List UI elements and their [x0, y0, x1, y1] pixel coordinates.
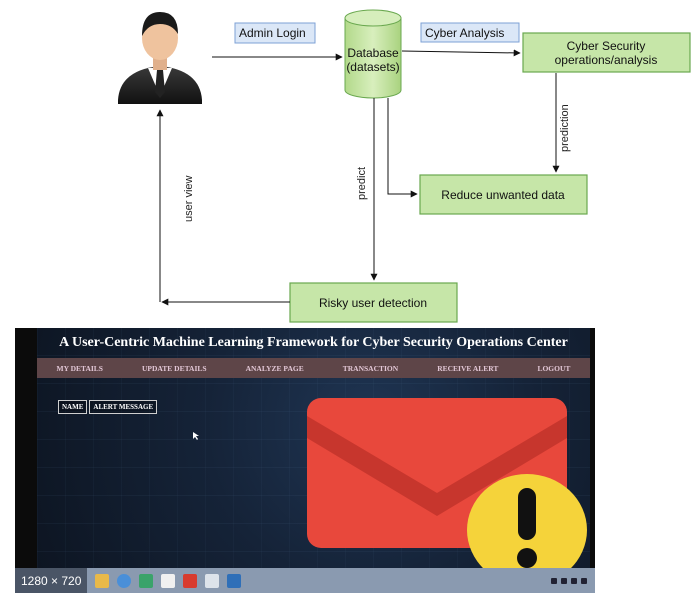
nav-my-details[interactable]: MY DETAILS	[56, 363, 103, 373]
risky-user-label: Risky user detection	[319, 296, 427, 310]
nav-bar: MY DETAILS UPDATE DETAILS ANALYZE PAGE T…	[37, 358, 590, 378]
edge-db-to-reduce	[387, 98, 418, 198]
nav-update-details[interactable]: UPDATE DETAILS	[142, 363, 207, 373]
admin-login-label-box	[234, 22, 316, 44]
nav-receive-alert[interactable]: RECEIVE ALERT	[437, 363, 499, 373]
database-label-line1: Database	[347, 46, 399, 60]
resolution-label: 1280 × 720	[15, 568, 88, 593]
pdf-icon[interactable]	[183, 573, 198, 588]
tray-icon[interactable]	[561, 577, 567, 584]
edge-db-to-cyberops	[401, 49, 521, 57]
alert-table-header: NAME ALERT MESSAGE	[58, 400, 158, 414]
edge-label-prediction: prediction	[559, 104, 571, 152]
file-icon[interactable]	[205, 573, 220, 588]
tray-icon[interactable]	[571, 577, 577, 584]
document-icon[interactable]	[161, 573, 176, 588]
database-node: Database (datasets)	[344, 9, 402, 99]
mouse-cursor-icon	[193, 432, 199, 440]
edge-label-predict: predict	[356, 167, 368, 200]
cyber-ops-label-line2: operations/analysis	[555, 53, 658, 67]
app-window: A User-Centric Machine Learning Framewor…	[37, 328, 590, 568]
system-tray	[551, 577, 595, 584]
tray-icon[interactable]	[581, 577, 587, 584]
nav-logout[interactable]: LOGOUT	[537, 363, 571, 373]
folder-icon[interactable]	[95, 573, 110, 588]
column-alert-message: ALERT MESSAGE	[89, 400, 158, 414]
window-icon[interactable]	[227, 573, 242, 588]
app-screenshot: A User-Centric Machine Learning Framewor…	[15, 328, 595, 593]
cyber-analysis-label: Cyber Analysis	[425, 26, 504, 40]
taskbar: 1280 × 720	[15, 568, 595, 593]
page-title: A User-Centric Machine Learning Framewor…	[59, 335, 568, 350]
reduce-data-node	[419, 174, 588, 215]
risky-user-node	[289, 282, 458, 323]
cyber-security-ops-node	[522, 32, 691, 73]
chrome-icon[interactable]	[117, 573, 132, 588]
admin-user-icon	[118, 12, 202, 104]
nav-transaction[interactable]: TRANSACTION	[342, 363, 399, 373]
nav-analyze-page[interactable]: ANALYZE PAGE	[245, 363, 304, 373]
edge-label-user-view: user view	[183, 175, 195, 222]
warning-icon	[467, 474, 587, 568]
column-name: NAME	[58, 400, 88, 414]
flow-diagram: Admin Login Cyber Analysis Database (dat…	[118, 9, 691, 323]
cyber-ops-label-line1: Cyber Security	[567, 39, 646, 53]
app-icon[interactable]	[139, 573, 154, 588]
admin-login-label: Admin Login	[239, 26, 306, 40]
database-label-line2: (datasets)	[346, 60, 399, 74]
reduce-data-label: Reduce unwanted data	[441, 188, 565, 202]
tray-icon[interactable]	[551, 577, 557, 584]
cyber-analysis-label-box	[420, 22, 520, 43]
